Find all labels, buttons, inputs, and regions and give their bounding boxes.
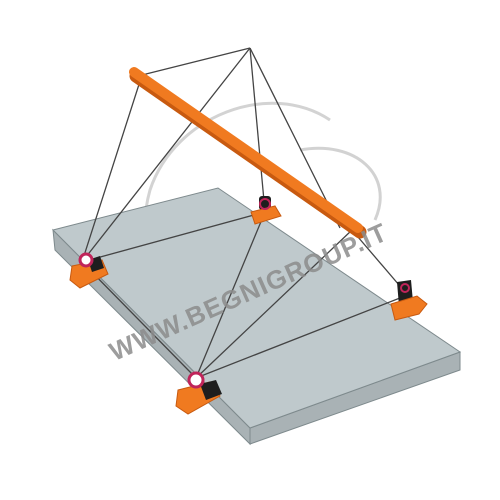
plate-clamp-icon [390,280,428,321]
plate-clamp-icon [175,371,222,415]
plate-clamp-icon [69,252,109,289]
lifting-beam-icon [129,67,367,239]
plate-clamp-icon [250,196,282,225]
lifting-slings [81,47,406,379]
